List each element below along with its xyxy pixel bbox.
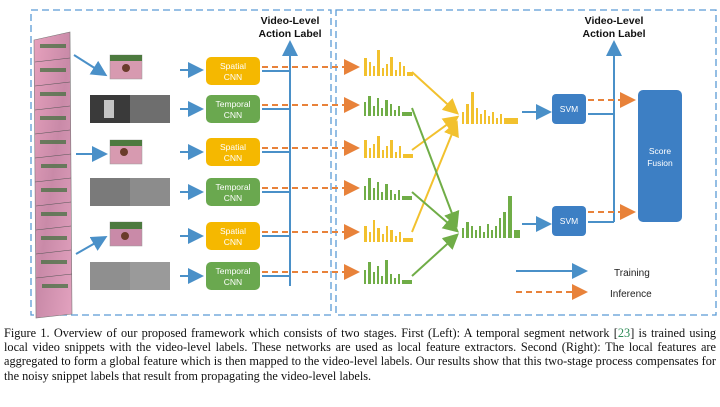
score-fusion-box (638, 90, 682, 222)
global-histograms (462, 92, 520, 238)
cnn-label: CNN (224, 110, 242, 120)
right-stage-panel (335, 9, 717, 316)
figure-caption: Figure 1. Overview of our proposed frame… (4, 326, 716, 383)
svm-box-bottom (552, 206, 586, 236)
svm-box-top (552, 94, 586, 124)
caption-reference-link[interactable]: 23 (617, 326, 631, 340)
spatial-cnn-box-3 (206, 222, 260, 250)
spatial-cnn-box-1 (206, 57, 260, 85)
cnn-label: Temporal (216, 266, 251, 276)
cnn-label: CNN (224, 237, 242, 247)
cnn-label: Temporal (216, 182, 251, 192)
snippet-thumbnails (90, 54, 170, 290)
cnn-label: Temporal (216, 99, 251, 109)
cnn-label: CNN (224, 193, 242, 203)
cnn-label: CNN (224, 277, 242, 287)
watermark: 知乎 @Fancy (538, 378, 631, 396)
left-stage-panel (30, 9, 332, 316)
caption-part2: ] is trained using local video snippets … (4, 326, 716, 383)
svm-label-top: SVM (560, 104, 578, 114)
legend: Training Inference (516, 263, 652, 300)
video-frames-strip (33, 31, 73, 319)
cnn-label: Spatial (220, 142, 246, 152)
right-title-line2: Action Label (582, 28, 645, 40)
framework-figure: Spatial CNN Temporal CNN Spatial CNN Tem… (30, 9, 717, 319)
cnn-label: Spatial (220, 61, 246, 71)
left-title-line2: Action Label (258, 28, 321, 40)
local-histograms (364, 50, 413, 284)
cnn-label: CNN (224, 153, 242, 163)
score-fusion-line2: Fusion (647, 158, 673, 168)
svm-label-bottom: SVM (560, 216, 578, 226)
legend-training: Training (614, 268, 650, 279)
cnn-label: CNN (224, 72, 242, 82)
temporal-cnn-box-3 (206, 262, 260, 290)
temporal-cnn-box-1 (206, 95, 260, 123)
right-title-line1: Video-Level (585, 15, 644, 27)
spatial-cnn-box-2 (206, 138, 260, 166)
legend-inference: Inference (610, 289, 652, 300)
temporal-cnn-box-2 (206, 178, 260, 206)
score-fusion-line1: Score (649, 146, 671, 156)
cnn-label: Spatial (220, 226, 246, 236)
caption-part1: Figure 1. Overview of our proposed frame… (4, 326, 618, 340)
left-title-line1: Video-Level (261, 15, 320, 27)
